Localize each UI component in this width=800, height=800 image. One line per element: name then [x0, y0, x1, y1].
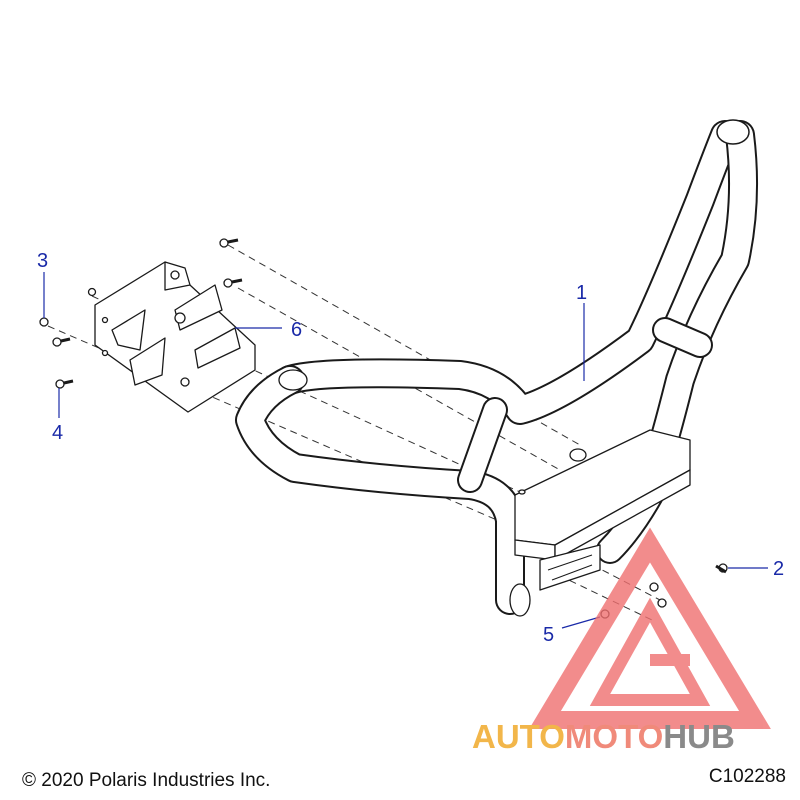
callouts: 1 2 3 4 5 6: [37, 250, 784, 646]
bolt-3: [39, 317, 49, 327]
bolt-right-2: [657, 598, 667, 608]
watermark-text: AUTOMOTOHUB: [472, 718, 735, 755]
watermark-part-auto: AUTO: [472, 718, 565, 755]
callout-6: 6: [291, 319, 302, 341]
watermark-logo: [529, 527, 771, 729]
bumper-tube-assembly: [235, 119, 759, 617]
watermark-part-hub: HUB: [663, 718, 735, 755]
bolt-2: [715, 563, 728, 574]
bolt-left-mid: [52, 337, 71, 347]
callout-1: 1: [576, 282, 587, 304]
bolt-top-2: [223, 278, 243, 288]
bolt-right-1: [649, 582, 659, 592]
copyright-text: © 2020 Polaris Industries Inc.: [22, 770, 271, 791]
mount-bracket: [94, 261, 256, 413]
front-mount-plate: [514, 429, 691, 591]
figure-id: C102288: [708, 766, 786, 787]
bolt-top-1: [219, 238, 239, 248]
callout-5: 5: [543, 624, 554, 646]
bolt-4: [55, 379, 74, 389]
svg-text:AUTOMOTOHUB: AUTOMOTOHUB: [472, 718, 735, 755]
watermark-triangle-icon: [529, 527, 771, 729]
callout-3: 3: [37, 250, 48, 272]
leader-lines: [43, 272, 768, 629]
watermark-part-moto: MOTO: [565, 718, 663, 755]
callout-4: 4: [52, 422, 63, 444]
callout-2: 2: [773, 558, 784, 580]
bolt-left-top: [87, 287, 97, 297]
bolts: [39, 238, 728, 619]
